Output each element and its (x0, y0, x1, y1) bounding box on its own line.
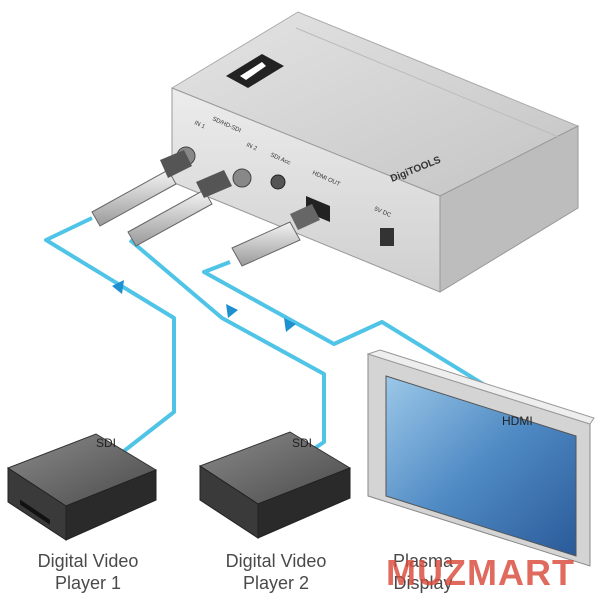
player-2-caption-line1: Digital Video (225, 551, 327, 571)
kramer-logo (226, 54, 284, 88)
power-port (380, 228, 394, 246)
player-1-caption: Digital Video Player 1 (8, 550, 168, 594)
player-2-caption-line2: Player 2 (242, 573, 310, 593)
display-caption-line1: Plasma (392, 551, 454, 571)
hdmi-cable-label: HDMI (502, 414, 533, 428)
video-player-1 (6, 433, 158, 541)
video-player-2 (198, 431, 352, 539)
player-1-caption-line2: Player 1 (54, 573, 122, 593)
watermark: MUZMART (386, 552, 575, 593)
sdi-connector-1 (91, 150, 192, 227)
port-label-in2: IN 2 (245, 142, 258, 152)
arrow-icon (226, 304, 238, 318)
display-caption-line2: Display (393, 573, 453, 593)
player-1-caption-line1: Digital Video (37, 551, 139, 571)
direction-arrows (112, 280, 296, 332)
sdi-acc-port (270, 174, 286, 190)
player-2-caption: Digital Video Player 2 (196, 550, 356, 594)
sdi-connector-2 (127, 170, 232, 247)
converter-box: DigiTOOLS SD/HD-SDI IN 1 IN 2 SDI Acc HD… (170, 11, 580, 293)
sdi-cable-2-label: SDI (292, 436, 313, 450)
sdi-cable-1-label: SDI (96, 436, 117, 450)
sdi-in2-port (232, 168, 252, 188)
display-caption: Plasma Display (378, 550, 468, 594)
arrow-icon (112, 280, 124, 294)
hdmi-connector (231, 204, 320, 267)
plasma-display (366, 349, 595, 567)
sdi-cable-1 (44, 216, 176, 464)
arrow-icon (284, 318, 296, 332)
port-label-in1: IN 1 (193, 120, 206, 130)
hdmi-out-port (306, 196, 330, 222)
